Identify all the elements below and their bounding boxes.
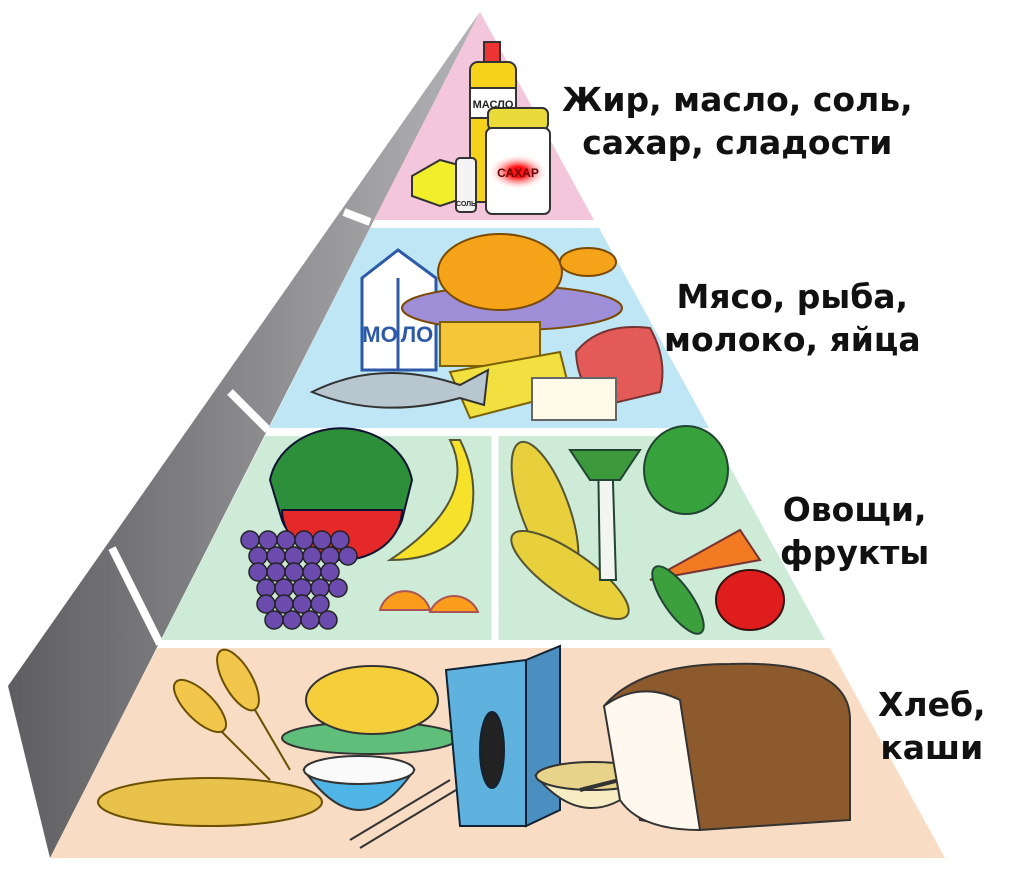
grape xyxy=(338,546,358,566)
orange-slices-icon xyxy=(378,590,480,613)
milk-label-left: МО xyxy=(362,322,397,347)
fish-icon xyxy=(309,368,490,409)
salt-shaker-icon xyxy=(455,157,477,213)
grape xyxy=(328,578,348,598)
grape xyxy=(330,530,350,550)
grape xyxy=(320,562,340,582)
pyramid-side-face xyxy=(8,12,480,858)
tier-grains-label: Хлеб, каши xyxy=(878,683,986,769)
tier-fats-label-line1: Жир, масло, соль, xyxy=(562,80,913,119)
baguette-icon xyxy=(97,777,323,827)
tier-protein-label-line1: Мясо, рыба, xyxy=(676,277,909,316)
grape xyxy=(264,610,284,630)
tier-grains-label-line1: Хлеб, xyxy=(878,685,986,724)
grape xyxy=(240,530,260,550)
tier-produce-label-line1: Овощи, xyxy=(782,490,927,529)
corn-icon xyxy=(510,440,630,621)
grapes-icon xyxy=(240,530,358,630)
grape xyxy=(318,610,338,630)
grape xyxy=(266,562,286,582)
grape xyxy=(258,530,278,550)
tier-produce-label: Овощи, фрукты xyxy=(780,488,929,574)
grape xyxy=(274,594,294,614)
salt-label: СОЛЬ xyxy=(456,201,476,208)
tier-protein-label-line2: молоко, яйца xyxy=(664,320,921,359)
peas-icon xyxy=(651,565,705,635)
tofu-icon xyxy=(531,377,617,421)
leek-icon xyxy=(568,449,642,581)
lettuce-icon xyxy=(643,425,729,515)
grape xyxy=(282,610,302,630)
rice-bowl-icon xyxy=(302,755,457,849)
grape xyxy=(256,594,276,614)
tier-protein-label: Мясо, рыба, молоко, яйца xyxy=(664,275,921,361)
grape xyxy=(276,530,296,550)
grape xyxy=(284,562,304,582)
tier-fats-label-line2: сахар, сладости xyxy=(582,123,893,162)
oil-label: МАСЛО xyxy=(473,99,514,111)
cereal-box-icon xyxy=(444,644,561,828)
sugar-jar-icon xyxy=(485,107,551,215)
side-dividers xyxy=(108,208,372,646)
banana-icon xyxy=(386,439,475,562)
bread-loaf-icon xyxy=(602,662,851,832)
grape xyxy=(302,562,322,582)
grape xyxy=(292,594,312,614)
sugar-label: САХАР xyxy=(497,166,539,180)
grape xyxy=(248,562,268,582)
grape xyxy=(310,594,330,614)
grape xyxy=(294,530,314,550)
pepper-icon xyxy=(715,569,785,631)
tier-fats-label: Жир, масло, соль, сахар, сладости xyxy=(562,78,913,164)
roast-chicken-icon xyxy=(401,233,623,331)
milk-label-right: ЛО xyxy=(401,322,434,347)
grape xyxy=(312,530,332,550)
tier-produce-label-line2: фрукты xyxy=(780,533,930,572)
tier-grains-label-line2: каши xyxy=(880,728,984,767)
grape xyxy=(300,610,320,630)
carrot-icon xyxy=(649,528,762,581)
wheat-icon xyxy=(173,648,291,781)
